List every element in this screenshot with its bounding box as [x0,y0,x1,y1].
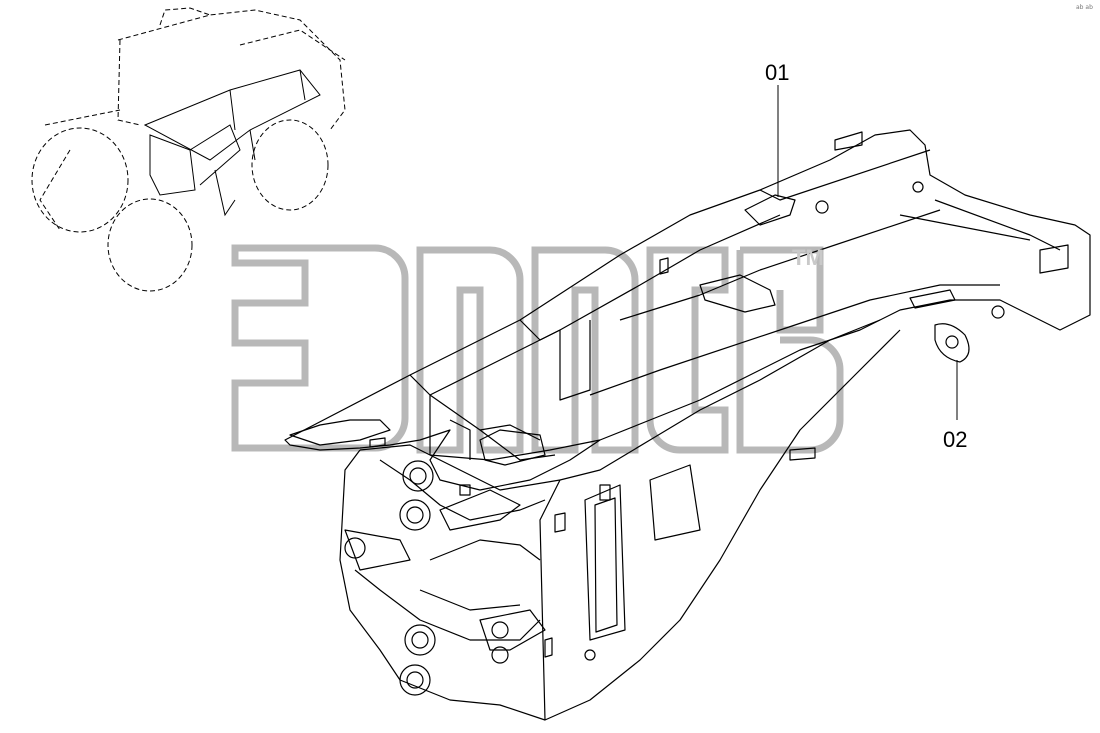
inset-loader-illustration [31,7,346,292]
watermark-logo [231,244,844,454]
main-frame-illustration [284,129,1091,721]
leader-lines [777,85,958,420]
callout-01: 01 [765,60,790,85]
watermark-trademark: TM [792,245,824,270]
callout-02: 02 [943,427,968,452]
part-01-bracket [744,194,796,226]
part-02-lug [934,323,970,363]
corner-code: ab ab [1076,4,1093,11]
